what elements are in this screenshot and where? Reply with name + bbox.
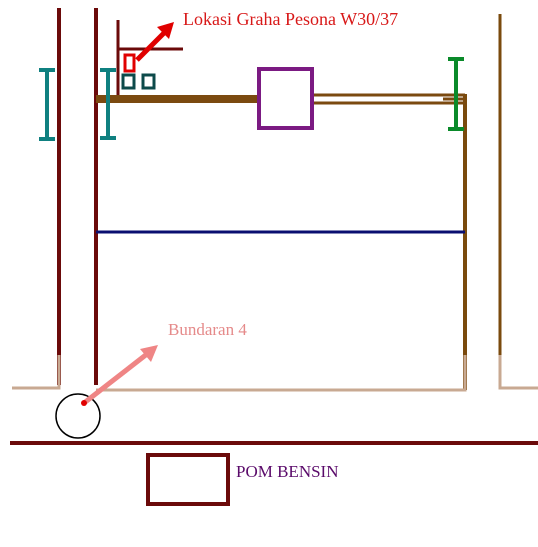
roundabout-arrow-head	[140, 345, 158, 362]
dark-teal-square-2	[141, 73, 156, 90]
roundabout-arrow-shaft	[82, 352, 149, 405]
dark-teal-square-1	[121, 73, 136, 90]
teal-bracket-left	[39, 68, 55, 141]
target-arrow-head	[157, 22, 174, 39]
gas-station-building	[146, 453, 230, 506]
teal-bracket-right	[100, 68, 116, 140]
target-arrow-shaft	[135, 29, 168, 62]
roundabout-circle	[55, 393, 101, 439]
purple-building	[257, 67, 314, 130]
target-block-outline	[116, 20, 183, 95]
lower-connector-road	[96, 355, 467, 392]
gas-station-label: POM BENSIN	[236, 462, 339, 481]
location-label: Lokasi Graha Pesona W30/37	[183, 9, 399, 29]
left-corner-road	[12, 355, 61, 390]
green-bracket	[448, 57, 464, 131]
roundabout-arrow-tail	[81, 400, 87, 406]
upper-connector-road	[96, 95, 258, 103]
roundabout-label: Bundaran 4	[168, 320, 247, 339]
target-location-marker	[123, 53, 136, 73]
right-corner-road	[498, 355, 538, 390]
